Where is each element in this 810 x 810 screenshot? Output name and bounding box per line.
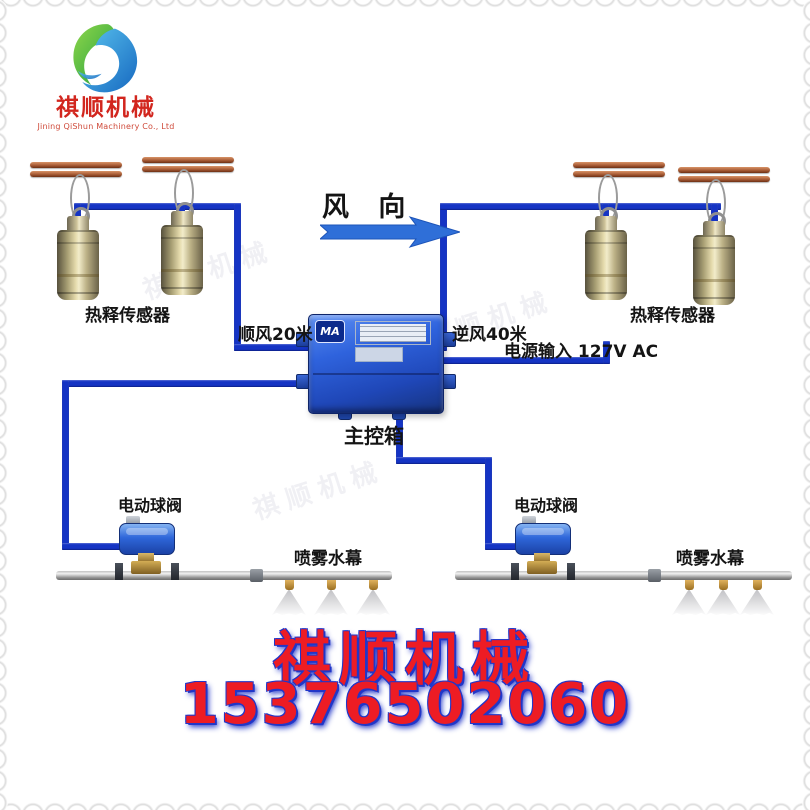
sensor-body (693, 235, 735, 305)
cable-left-into-box (234, 344, 312, 351)
label-thermal-sensor-right: 热释传感器 (630, 306, 715, 326)
electric-ball-valve-right (510, 516, 576, 580)
cable-left-valve-feed (62, 543, 126, 550)
spray-nozzle-icon (369, 580, 378, 590)
thermal-sensor-1 (30, 162, 122, 312)
sensor-cap (171, 211, 193, 226)
company-logo: 祺顺机械 Jining QiShun Machinery Co., Ltd (34, 22, 178, 131)
sensor-cap (595, 216, 617, 231)
valve-flange-icon (115, 563, 123, 580)
cable-right-loop-horizontal (396, 457, 492, 464)
thermal-sensor-4 (678, 167, 770, 317)
pipe-coupling-icon (250, 569, 263, 582)
valve-neck (534, 553, 550, 562)
box-mounting-ear (442, 374, 456, 389)
spray-nozzle-icon (285, 580, 294, 590)
watermark-text: 祺顺机械 (249, 455, 389, 527)
valve-body (131, 561, 161, 574)
control-box-small-plate (355, 347, 403, 362)
logo-swirl-icon (73, 24, 138, 93)
logo-company-name-en: Jining QiShun Machinery Co., Ltd (37, 122, 175, 132)
mounting-rail-icon (678, 167, 770, 173)
spray-nozzle-icon (327, 580, 336, 590)
mounting-rail-icon (30, 162, 122, 168)
label-downwind-distance: 顺风20米 (238, 325, 313, 345)
valve-body (527, 561, 557, 574)
footer-phone-number: 15376502060 (179, 672, 631, 737)
wind-direction-arrow-icon (320, 216, 460, 248)
valve-actuator (119, 523, 175, 555)
thermal-sensor-3 (573, 162, 665, 312)
cable-right-valve-feed (485, 543, 523, 550)
logo-company-name-cn: 祺顺机械 (56, 95, 156, 121)
cable-right-down-run (440, 203, 447, 351)
label-thermal-sensor-left: 热释传感器 (85, 306, 170, 326)
control-box-nameplate (355, 321, 431, 345)
valve-actuator (515, 523, 571, 555)
pipe-coupling-icon (648, 569, 661, 582)
mounting-rail-icon (573, 171, 665, 177)
cable-right-loop-vertical-1 (396, 406, 403, 464)
thermal-sensor-2 (142, 157, 234, 307)
valve-flange-icon (511, 563, 519, 580)
label-main-control-box: 主控箱 (344, 424, 404, 448)
mounting-rail-icon (142, 157, 234, 163)
cable-left-loop-vertical (62, 380, 69, 550)
mounting-rail-icon (30, 171, 122, 177)
label-spray-curtain-right: 喷雾水幕 (676, 549, 744, 569)
cable-left-top-run (75, 203, 241, 210)
spray-nozzle-icon (753, 580, 762, 590)
scalloped-edge-top (0, 0, 810, 12)
cable-right-top-run (440, 203, 721, 210)
mounting-rail-icon (678, 176, 770, 182)
sensor-body (585, 230, 627, 300)
ma-certification-badge: MA (315, 320, 345, 343)
sensor-body (161, 225, 203, 295)
label-upwind-distance: 逆风40米 (452, 325, 527, 345)
footer-brand-text: 祺顺机械 (272, 625, 537, 693)
valve-top-cap (126, 516, 140, 525)
spray-nozzle-icon (685, 580, 694, 590)
control-box-seam (313, 373, 439, 375)
mounting-rail-icon (142, 166, 234, 172)
valve-neck (138, 553, 154, 562)
label-valve-right: 电动球阀 (514, 496, 579, 515)
cable-right-loop-vertical-2 (485, 457, 492, 550)
sensor-cap (703, 221, 725, 236)
mounting-rail-icon (573, 162, 665, 168)
spray-pipe-left (56, 571, 392, 580)
label-spray-curtain-left: 喷雾水幕 (294, 549, 362, 569)
main-control-box: MA (308, 314, 444, 414)
label-valve-left: 电动球阀 (118, 496, 183, 515)
spray-nozzle-icon (719, 580, 728, 590)
electric-ball-valve-left (114, 516, 180, 580)
cable-left-loop-horizontal (62, 380, 310, 387)
cable-left-down-run (234, 203, 241, 351)
scalloped-edge-bottom (0, 798, 810, 810)
valve-flange-icon (567, 563, 575, 580)
label-power-input: 电源输入 127V AC (504, 342, 659, 362)
valve-flange-icon (171, 563, 179, 580)
valve-top-cap (522, 516, 536, 525)
sensor-cap (67, 216, 89, 231)
sensor-body (57, 230, 99, 300)
wind-direction-label: 风 向 (322, 192, 416, 223)
power-line (442, 357, 610, 364)
spray-pipe-right (455, 571, 792, 580)
power-line-stub (603, 341, 610, 364)
